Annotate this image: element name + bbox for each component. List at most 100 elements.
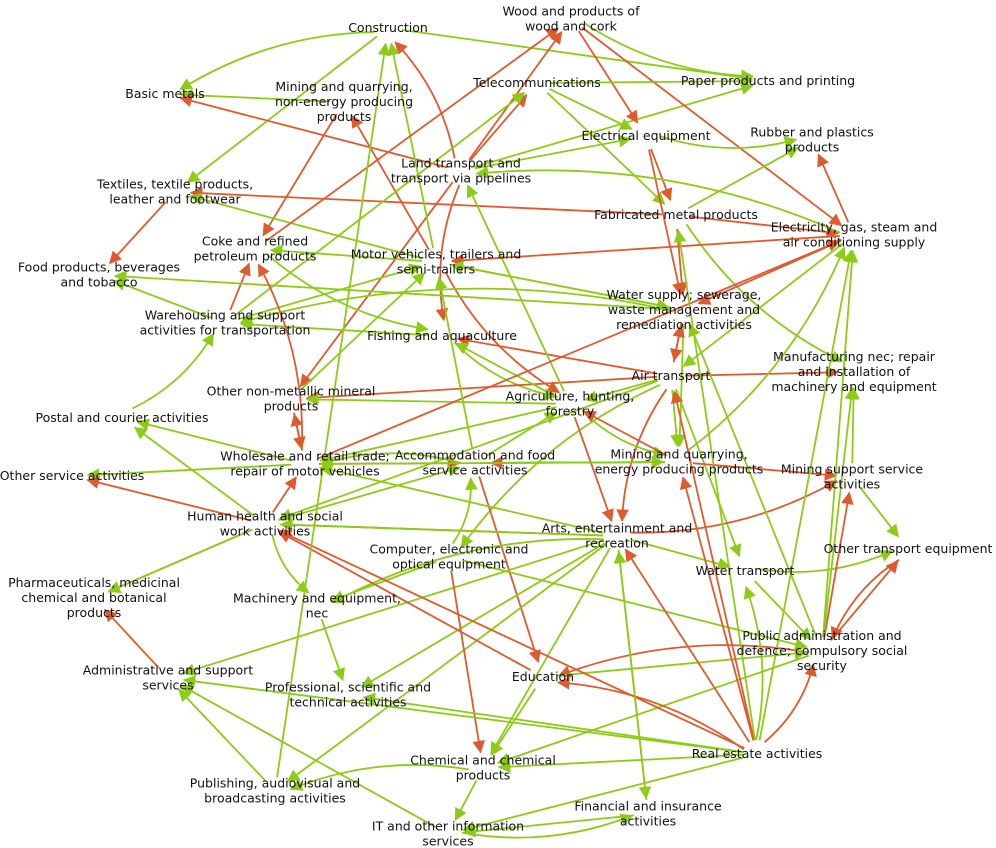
edge-real-estate-to-human-health xyxy=(278,529,745,749)
edge-chemical-to-it-services xyxy=(454,779,478,822)
node-label: Mining and quarrying, xyxy=(275,79,412,94)
edge-accommodation-to-wholesale xyxy=(319,452,462,467)
node-label: transport via pipelines xyxy=(391,171,531,186)
edge-computer-to-machinery xyxy=(330,561,437,603)
edge-motor-vehicles-to-construction xyxy=(387,42,435,249)
edge-arts-to-wholesale xyxy=(319,464,604,534)
node-label: Financial and insurance xyxy=(574,799,722,814)
edge-mining-energy-to-mining-support xyxy=(692,462,838,481)
node-other-service: Other service activities xyxy=(0,468,144,483)
edge-arts-to-human-health xyxy=(279,518,604,537)
edge-water-supply-to-warehousing xyxy=(239,287,671,326)
edge-mining-support-to-manufacturing-nec xyxy=(847,386,860,464)
edge-fabricated-metal-to-rubber xyxy=(687,146,800,209)
edge-telecom-to-paper xyxy=(550,74,754,88)
edge-financial-to-arts xyxy=(613,550,648,801)
node-label: Chemical and chemical xyxy=(410,753,556,768)
edge-land-transport-to-construction xyxy=(394,41,456,159)
edge-mining-nonenergy-to-coke xyxy=(262,113,338,237)
node-label: Wholesale and retail trade; xyxy=(220,449,389,464)
node-telecom: Telecommunications xyxy=(472,75,601,90)
edge-human-health-to-machinery xyxy=(271,535,310,594)
edge-real-estate-to-arts xyxy=(624,548,751,743)
edge-it-services-to-financial xyxy=(461,813,634,839)
edge-agriculture-to-wholesale xyxy=(319,406,557,465)
edge-agriculture-to-land-transport xyxy=(466,184,565,392)
edge-other-nonmetallic-to-motor-vehicles xyxy=(300,272,426,391)
node-label: Accommodation and food xyxy=(395,448,555,463)
edge-water-transport-to-public-admin xyxy=(754,580,812,641)
edge-arts-to-water-transport xyxy=(630,538,731,570)
edge-computer-to-chemical xyxy=(450,570,485,754)
edge-agriculture-to-arts xyxy=(573,416,614,523)
node-label: products xyxy=(785,140,840,155)
node-label: service activities xyxy=(422,463,527,478)
node-label: products xyxy=(456,768,511,783)
edge-accommodation-to-motor-vehicles xyxy=(434,276,474,450)
node-label: IT and other information xyxy=(372,819,524,834)
node-basic-metals: Basic metals xyxy=(125,86,204,101)
edge-accommodation-to-education xyxy=(478,476,541,664)
edge-real-estate-to-electricity xyxy=(758,249,856,741)
edge-mining-energy-to-wholesale xyxy=(319,457,666,471)
edge-mining-support-to-other-transport-eq xyxy=(859,487,899,538)
node-label: Education xyxy=(512,669,574,684)
edge-wood-to-paper xyxy=(583,22,754,83)
edge-human-health-to-accommodation xyxy=(278,464,461,521)
node-label: Telecommunications xyxy=(472,75,601,90)
node-construction: Construction xyxy=(348,20,428,35)
node-label: Textiles, textile products, xyxy=(96,177,253,192)
node-label: optical equipment xyxy=(392,557,506,572)
node-fishing: Fishing and aquaculture xyxy=(367,328,517,343)
node-label: recreation xyxy=(585,536,649,551)
edge-electricity-to-land-transport xyxy=(475,166,841,234)
edge-motor-vehicles-to-textiles xyxy=(189,192,423,260)
node-label: and installation of xyxy=(798,364,911,379)
node-label: Computer, electronic and xyxy=(370,542,529,557)
edge-public-admin-to-manufacturing-nec xyxy=(822,386,858,638)
node-label: leather and footwear xyxy=(109,192,241,207)
edge-layer xyxy=(86,22,900,839)
edge-public-admin-to-education xyxy=(557,644,809,678)
edge-construction-to-basic-metals xyxy=(179,31,375,91)
edge-public-admin-to-mining-support xyxy=(823,491,854,638)
node-label: forestry xyxy=(546,404,595,419)
edge-publishing-to-administrative xyxy=(178,688,267,782)
node-label: Public administration and xyxy=(742,628,901,643)
edge-fishing-to-warehousing xyxy=(239,318,429,337)
edge-real-estate-to-water-transport xyxy=(743,585,764,741)
edge-telecom-to-electrical xyxy=(549,88,633,130)
edge-water-supply-to-food xyxy=(113,270,671,311)
node-label: Arts, entertainment and xyxy=(542,521,693,536)
edge-wholesale-to-coke xyxy=(257,263,304,451)
node-air-transport: Air transport xyxy=(632,368,711,383)
node-label: Air transport xyxy=(632,368,711,383)
edge-motor-vehicles-to-mining-nonenergy xyxy=(351,114,430,251)
node-water-transport: Water transport xyxy=(696,563,795,578)
edge-postal-to-warehousing xyxy=(131,332,214,410)
node-label: Mining support service xyxy=(781,462,924,477)
node-postal: Postal and courier activities xyxy=(36,410,209,425)
edge-air-transport-to-water-transport xyxy=(675,388,742,558)
edge-fabricated-metal-to-electricity xyxy=(689,215,840,239)
edge-warehousing-to-food xyxy=(112,278,213,319)
edge-air-transport-to-agriculture xyxy=(584,378,658,403)
node-agriculture: Agriculture, hunting,forestry xyxy=(506,389,635,419)
node-label: Warehousing and support xyxy=(145,308,306,323)
node-other-transport-eq: Other transport equipment xyxy=(824,541,993,556)
edge-construction-to-paper xyxy=(401,29,754,84)
edge-real-estate-to-it-services xyxy=(462,756,744,834)
node-label: Water transport xyxy=(696,563,795,578)
edge-real-estate-to-administrative xyxy=(182,675,744,754)
edge-construction-to-textiles xyxy=(186,35,378,183)
edge-real-estate-to-education xyxy=(556,676,745,751)
edge-air-transport-to-fishing xyxy=(456,334,658,375)
edge-motor-vehicles-to-coke xyxy=(269,244,423,262)
edge-wholesale-to-electricity xyxy=(317,239,841,460)
